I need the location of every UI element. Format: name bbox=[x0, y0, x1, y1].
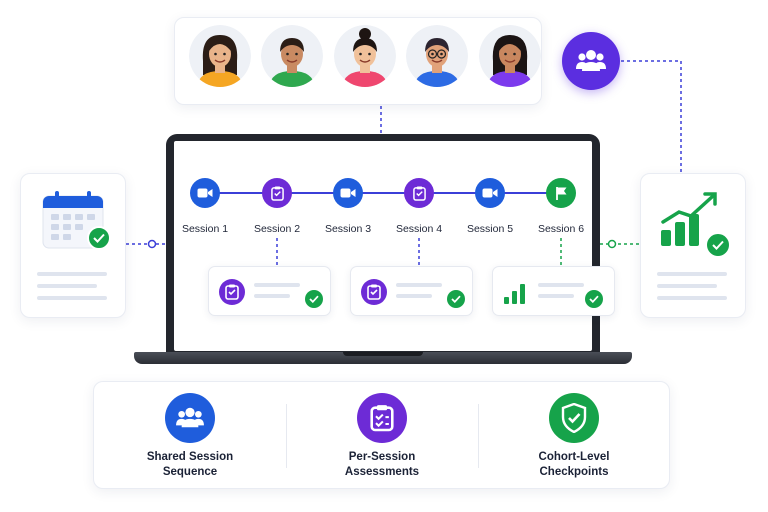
session-node-4 bbox=[404, 178, 434, 208]
session-label: Session 6 bbox=[537, 223, 585, 235]
man-avatar-icon bbox=[261, 25, 323, 87]
check-icon bbox=[585, 290, 603, 308]
progress-card bbox=[640, 173, 746, 318]
assessment-card bbox=[350, 266, 473, 316]
divider bbox=[478, 404, 479, 468]
session-label: Session 1 bbox=[181, 223, 229, 235]
text-line bbox=[37, 284, 97, 288]
text-line bbox=[538, 283, 584, 287]
text-line bbox=[254, 283, 300, 287]
laptop-notch bbox=[343, 352, 423, 356]
laptop-base bbox=[134, 352, 632, 364]
text-line bbox=[538, 294, 574, 298]
clipboard-check-icon bbox=[219, 279, 245, 305]
session-label: Session 3 bbox=[324, 223, 372, 235]
text-line bbox=[396, 283, 442, 287]
users-group-icon bbox=[165, 393, 215, 443]
video-camera-icon bbox=[197, 187, 213, 199]
checkpoint-card bbox=[492, 266, 615, 316]
shield-check-icon bbox=[549, 393, 599, 443]
check-icon bbox=[87, 226, 111, 250]
laptop-screen bbox=[174, 141, 592, 351]
bar-chart-icon bbox=[504, 284, 525, 304]
check-icon bbox=[447, 290, 465, 308]
text-line bbox=[37, 272, 107, 276]
man-glasses-avatar-icon bbox=[406, 25, 468, 87]
check-icon bbox=[305, 290, 323, 308]
session-node-5 bbox=[475, 178, 505, 208]
clipboard-check-icon bbox=[270, 186, 284, 201]
clipboard-check-icon bbox=[357, 393, 407, 443]
video-camera-icon bbox=[482, 187, 498, 199]
session-label: Session 2 bbox=[253, 223, 301, 235]
users-group-icon bbox=[576, 50, 606, 71]
woman-bun-avatar-icon bbox=[334, 25, 396, 87]
cohort-badge bbox=[562, 32, 620, 90]
session-label: Session 5 bbox=[466, 223, 514, 235]
assessment-card bbox=[208, 266, 331, 316]
clipboard-check-icon bbox=[361, 279, 387, 305]
divider bbox=[286, 404, 287, 468]
session-node-1 bbox=[190, 178, 220, 208]
session-node-6 bbox=[546, 178, 576, 208]
woman-avatar-icon bbox=[189, 25, 251, 87]
text-line bbox=[657, 284, 717, 288]
calendar-icon bbox=[42, 191, 104, 249]
clipboard-check-icon bbox=[412, 186, 426, 201]
text-line bbox=[254, 294, 290, 298]
text-line bbox=[657, 296, 727, 300]
text-line bbox=[37, 296, 107, 300]
session-node-3 bbox=[333, 178, 363, 208]
check-icon bbox=[705, 232, 731, 258]
text-line bbox=[396, 294, 432, 298]
session-label: Session 4 bbox=[395, 223, 443, 235]
session-node-2 bbox=[262, 178, 292, 208]
flag-icon bbox=[555, 186, 568, 201]
woman-avatar-icon bbox=[479, 25, 541, 87]
growth-chart-icon bbox=[661, 192, 717, 246]
schedule-card bbox=[20, 173, 126, 318]
text-line bbox=[657, 272, 727, 276]
video-camera-icon bbox=[340, 187, 356, 199]
